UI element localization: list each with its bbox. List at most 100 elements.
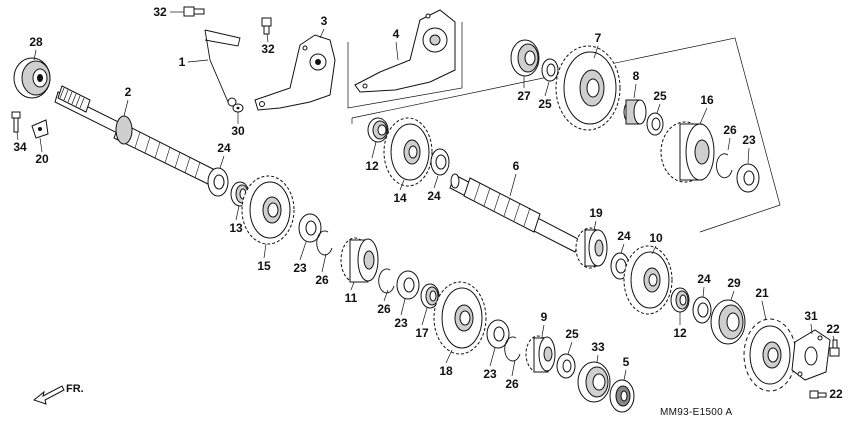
label-23-b: 23 (293, 261, 307, 275)
part-19-gear (575, 227, 608, 269)
label-24-d: 24 (217, 141, 231, 155)
label-28: 28 (29, 35, 43, 49)
part-12-bushing-b (670, 287, 690, 313)
part-4-cover (354, 9, 456, 93)
part-11-gear (340, 237, 379, 283)
part-29-bearing (710, 299, 746, 345)
label-24-b: 24 (617, 229, 631, 243)
diagram-reference-code: MM93-E1500 A (660, 407, 733, 418)
label-13: 13 (229, 221, 243, 235)
part-30-washer (232, 103, 244, 113)
label-15: 15 (257, 259, 271, 273)
label-8: 8 (633, 69, 640, 83)
label-23-a: 23 (742, 133, 756, 147)
label-20: 20 (35, 152, 49, 166)
part-26-circlip-c (378, 268, 395, 294)
countershaft-assembly-outline (351, 37, 781, 233)
part-10-gear (623, 245, 673, 315)
part-8-bushing (623, 99, 647, 125)
label-17: 17 (415, 326, 429, 340)
label-24-a: 24 (427, 189, 441, 203)
cover-bracket-outline (347, 22, 463, 109)
label-26-a: 26 (723, 123, 737, 137)
part-34-bolt (11, 111, 21, 133)
label-12-a: 12 (365, 159, 379, 173)
part-31-fixing-plate (791, 329, 831, 381)
label-21: 21 (755, 286, 769, 300)
label-12-b: 12 (673, 326, 687, 340)
label-2: 2 (125, 85, 132, 99)
label-24-c: 24 (697, 272, 711, 286)
label-6: 6 (513, 159, 520, 173)
part-25-washer-c (556, 353, 576, 379)
label-4: 4 (393, 27, 400, 41)
part-16-gear (660, 121, 715, 183)
part-14-gear (383, 117, 433, 187)
part-27-bearing (510, 39, 540, 77)
label-32-b: 32 (261, 42, 275, 56)
part-2-mainshaft (54, 85, 227, 187)
label-33: 33 (591, 340, 605, 354)
label-1: 1 (179, 55, 186, 69)
label-26-d: 26 (505, 377, 519, 391)
part-3-cover-plate (254, 34, 336, 111)
part-24-washer-a (430, 148, 450, 176)
front-direction-label: FR. (66, 383, 84, 395)
label-34: 34 (13, 140, 27, 154)
label-10: 10 (649, 231, 663, 245)
label-27: 27 (517, 89, 531, 103)
label-5: 5 (623, 355, 630, 369)
part-5-oil-seal (609, 379, 635, 413)
label-16: 16 (700, 93, 714, 107)
part-17-bushing (420, 283, 440, 309)
label-26-c: 26 (377, 302, 391, 316)
label-9: 9 (541, 310, 548, 324)
part-7-gear (555, 45, 621, 131)
label-11: 11 (345, 291, 358, 305)
part-26-circlip-a (716, 153, 733, 179)
part-28-bearing (13, 57, 51, 99)
label-32-a: 32 (153, 5, 167, 19)
part-26-circlip-d (504, 336, 521, 362)
label-23-d: 23 (483, 367, 497, 381)
label-14: 14 (393, 191, 407, 205)
label-26-b: 26 (315, 273, 329, 287)
part-12-bushing-a (367, 117, 389, 143)
part-24-washer-c (692, 296, 712, 324)
part-22-bolt-a (829, 339, 840, 357)
part-24-washer-d (207, 167, 229, 197)
part-23-washer-a (736, 163, 760, 193)
part-33-bearing (577, 361, 611, 403)
label-23-c: 23 (394, 316, 408, 330)
part-23-washer-c (396, 270, 420, 300)
part-23-washer-b (298, 213, 322, 243)
part-25-washer-a (541, 58, 559, 82)
part-32-bolt-a (183, 6, 205, 17)
label-25-a: 25 (538, 97, 552, 111)
part-1-shift-rod (204, 29, 241, 107)
part-25-washer-b (646, 112, 664, 136)
label-7: 7 (595, 31, 602, 45)
label-25-b: 25 (653, 89, 667, 103)
part-21-drive-sprocket (743, 318, 797, 392)
part-22-bolt-b (809, 390, 827, 399)
part-26-circlip-b (316, 230, 333, 256)
label-18: 18 (439, 364, 453, 378)
label-30: 30 (231, 124, 245, 138)
part-9-gear (525, 335, 556, 373)
part-20-plate (31, 119, 49, 139)
part-23-washer-d (486, 319, 510, 349)
label-29: 29 (727, 276, 741, 290)
label-25-c: 25 (565, 327, 579, 341)
part-6-countershaft (449, 173, 581, 253)
part-18-gear (433, 281, 487, 355)
part-32-bolt-b (261, 17, 272, 35)
label-3: 3 (321, 14, 328, 28)
front-direction-arrow (32, 385, 65, 405)
label-22-a: 22 (826, 322, 840, 336)
label-22-b: 22 (829, 387, 843, 401)
part-15-gear (241, 175, 295, 245)
label-31: 31 (804, 309, 818, 323)
label-19: 19 (589, 206, 603, 220)
